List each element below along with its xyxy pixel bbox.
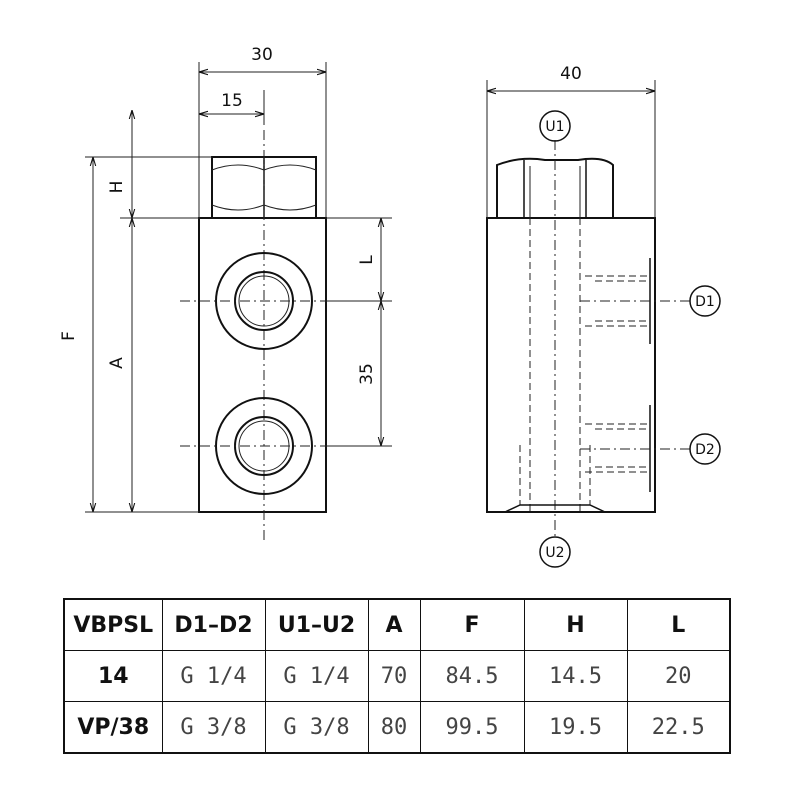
dim-F: F [59, 331, 79, 341]
hex-nut-front [211, 156, 317, 219]
table-cell: 20 [626, 650, 731, 702]
table-cell: 14.5 [523, 650, 628, 702]
port-label-U2: U2 [539, 536, 571, 568]
dim-H: H [107, 181, 127, 194]
dim-width-30: 30 [251, 45, 273, 65]
side-view: 40 U1 D1 D2 U2 [486, 64, 721, 568]
port-lower-front [180, 397, 350, 495]
table-cell: G 3/8 [161, 701, 266, 754]
valve-body-side [486, 217, 656, 513]
header-cell: H [523, 598, 628, 651]
side-port-D1 [580, 258, 690, 344]
table-cell: 99.5 [419, 701, 525, 754]
svg-text:D2: D2 [695, 442, 715, 458]
header-cell: U1–U2 [264, 598, 369, 651]
header-cell: D1–D2 [161, 598, 266, 651]
dim-half-15: 15 [221, 91, 243, 111]
table-cell: 70 [367, 650, 421, 702]
svg-text:D1: D1 [695, 294, 715, 310]
table-cell: 80 [367, 701, 421, 754]
table-cell: 84.5 [419, 650, 525, 702]
table-row: 14 G 1/4 G 1/4 70 84.5 14.5 20 [63, 650, 731, 702]
hex-nut-side [496, 157, 614, 218]
table-cell: G 3/8 [264, 701, 369, 754]
header-cell: A [367, 598, 421, 651]
header-cell: F [419, 598, 525, 651]
model-cell: VP/38 [63, 701, 163, 754]
header-cell: L [626, 598, 731, 651]
table-cell: G 1/4 [264, 650, 369, 702]
table-cell: 22.5 [626, 701, 731, 754]
model-cell: 14 [63, 650, 163, 702]
front-view: 30 15 H F A L 35 [59, 45, 392, 540]
table-cell: 19.5 [523, 701, 628, 754]
port-label-D2: D2 [689, 433, 721, 465]
dim-pitch-35: 35 [357, 363, 377, 385]
dim-A: A [107, 357, 127, 369]
table-cell: G 1/4 [161, 650, 266, 702]
port-label-U1: U1 [539, 110, 571, 142]
technical-drawing: 30 15 H F A L 35 [59, 45, 721, 568]
dim-width-40: 40 [560, 64, 582, 84]
header-cell: VBPSL [63, 598, 163, 651]
port-upper-front [180, 252, 350, 350]
dim-L: L [357, 255, 377, 265]
port-label-D1: D1 [689, 285, 721, 317]
svg-text:U2: U2 [545, 545, 564, 561]
side-port-D2 [580, 405, 690, 492]
table-header-row: VBPSL D1–D2 U1–U2 A F H L [63, 598, 731, 651]
dimension-table: VBPSL D1–D2 U1–U2 A F H L 14 G 1/4 G 1/4… [63, 598, 731, 754]
table-row: VP/38 G 3/8 G 3/8 80 99.5 19.5 22.5 [63, 701, 731, 754]
svg-text:U1: U1 [545, 119, 564, 135]
